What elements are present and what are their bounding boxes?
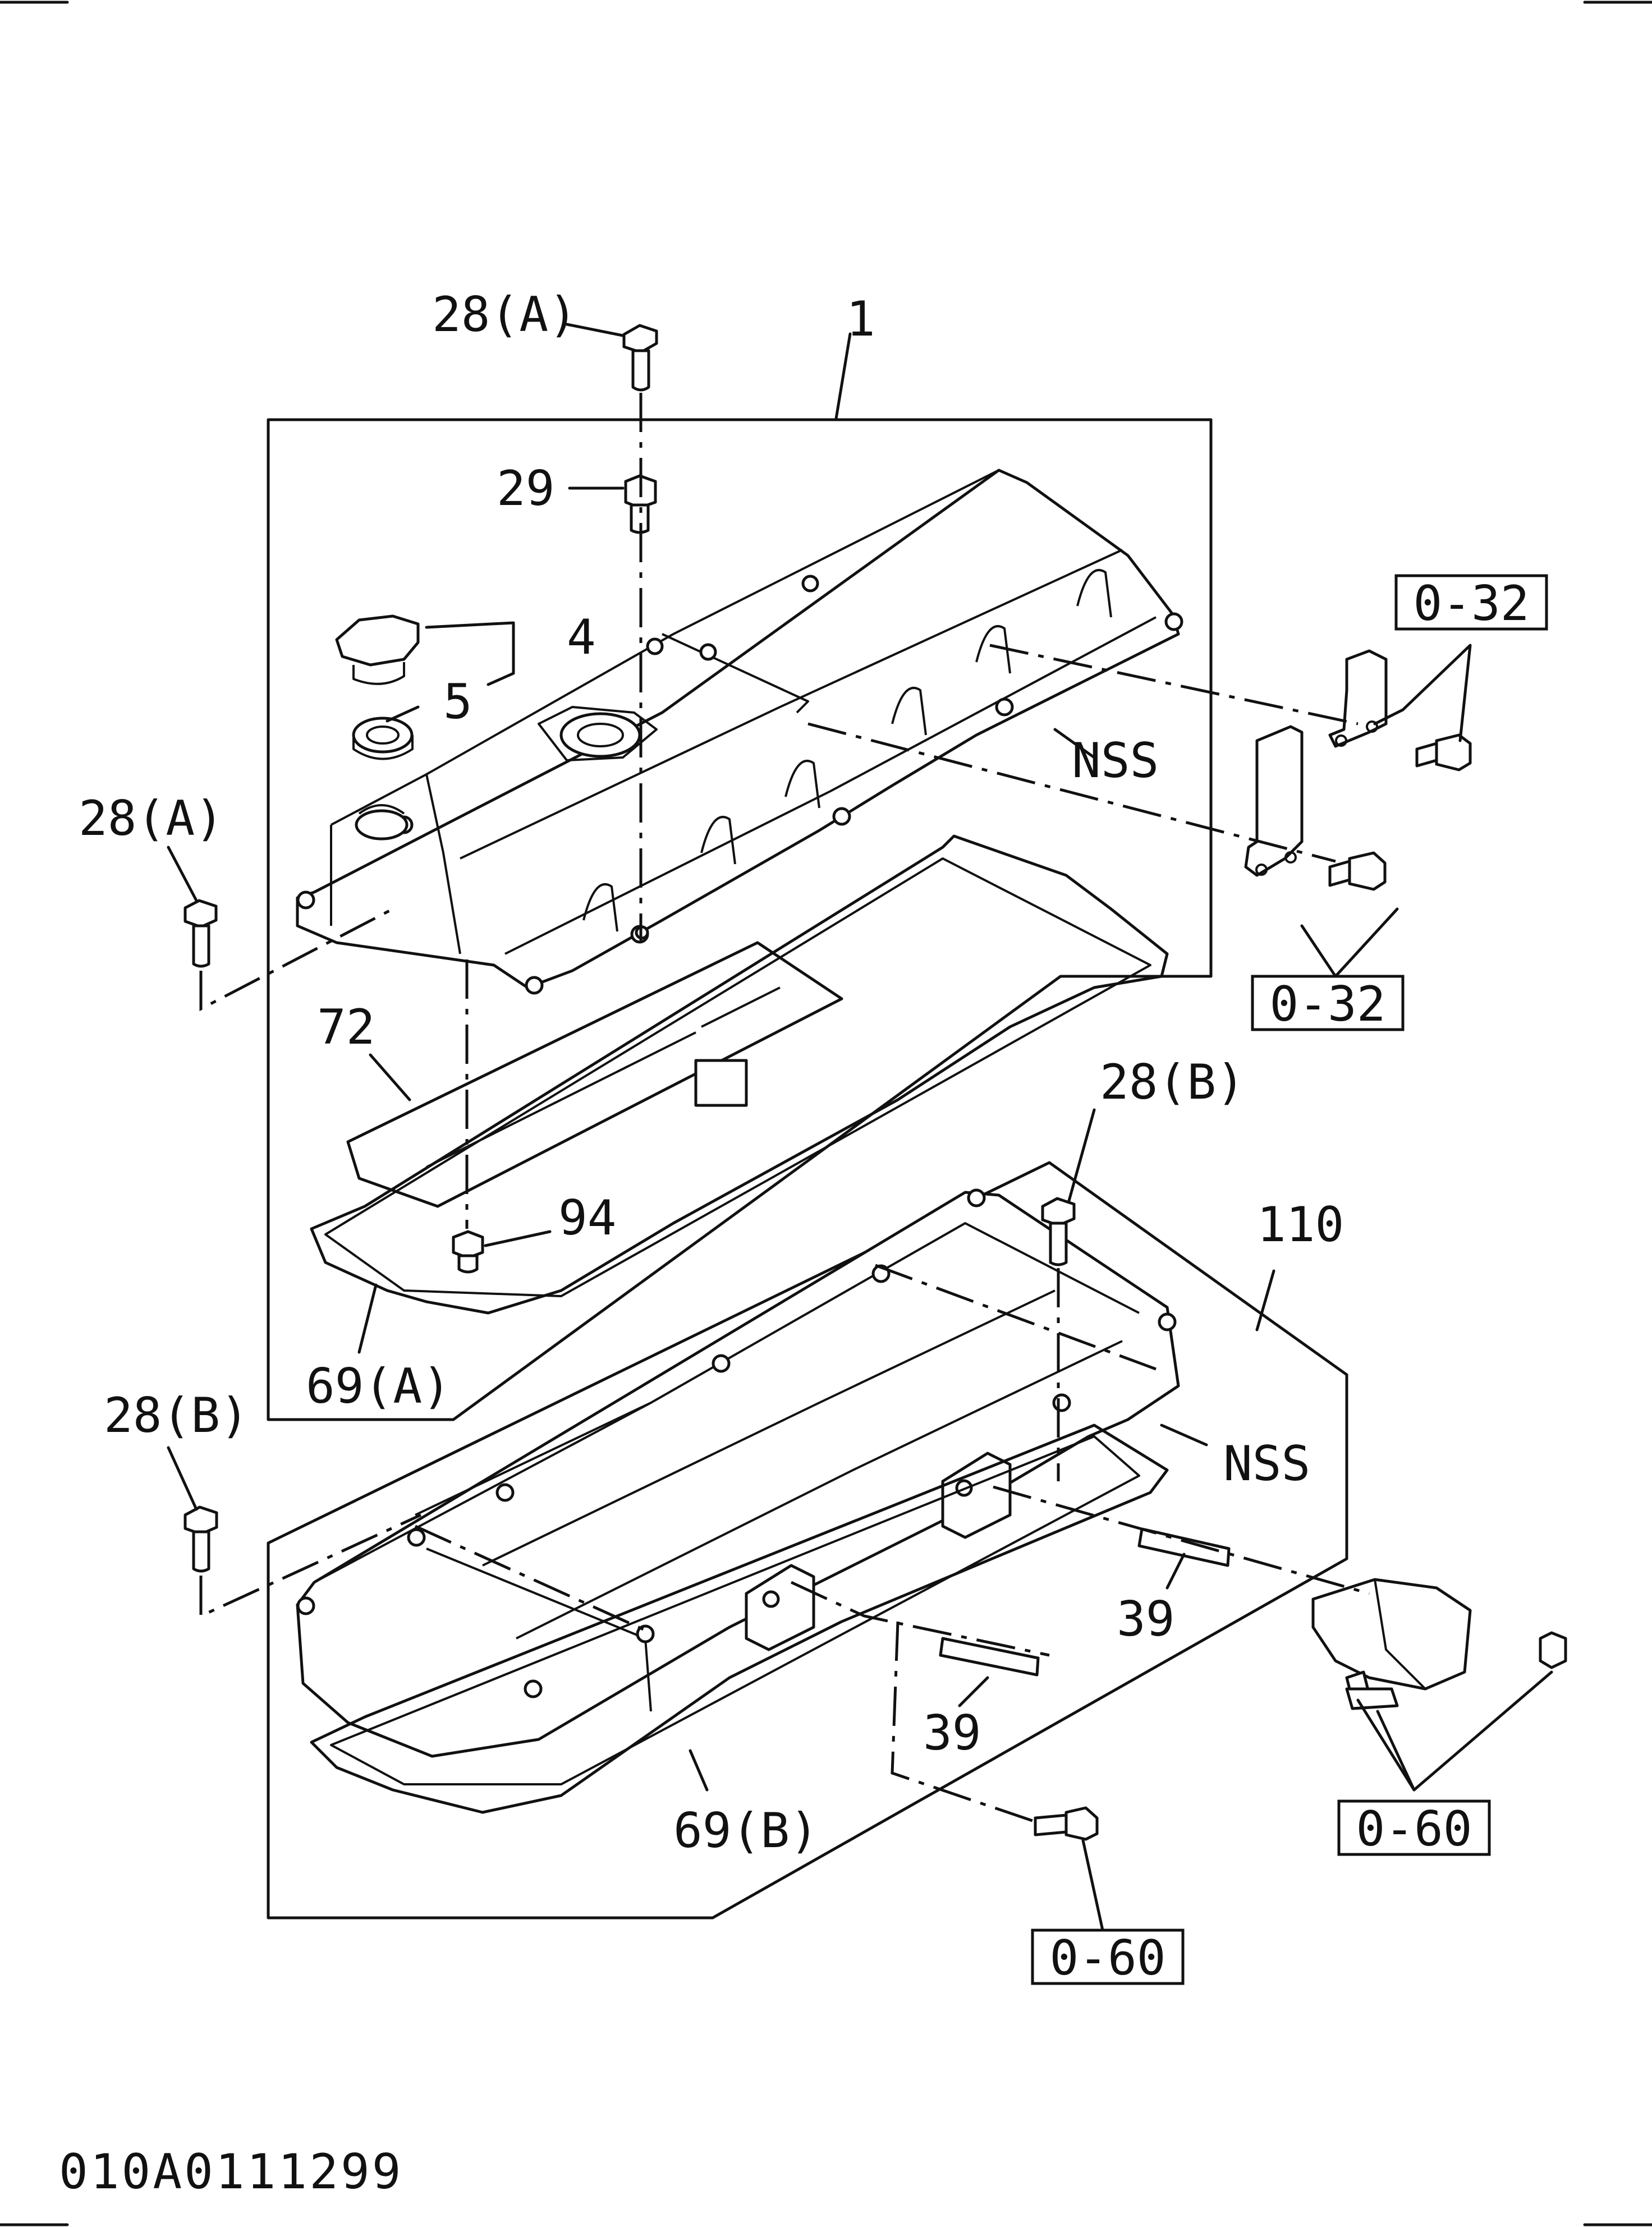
callout-stud-29: 29 [497, 461, 555, 517]
sensor-unit [1311, 1578, 1567, 1710]
center-lines [199, 393, 1370, 1822]
stud-39-right [1137, 1527, 1231, 1567]
valve-cover [296, 469, 1183, 995]
assembly-110-frame [267, 1161, 1348, 1920]
ref-label: 0-32 [1269, 976, 1385, 1032]
bolt-28a-top [622, 324, 658, 392]
gasket-a [310, 834, 1169, 1315]
callout-gasket-69a: 69(A) [306, 1358, 451, 1415]
bolt-28b-mid [1041, 1197, 1076, 1266]
seal-ring [352, 717, 414, 760]
stud-39-left [939, 1637, 1040, 1677]
callout-seal-5: 5 [443, 674, 472, 730]
ref-box-bolt: 0-60 [1031, 1928, 1185, 1986]
leader-lines [167, 323, 1553, 1932]
bolt-28b-left [183, 1505, 218, 1573]
ref-label: 0-60 [1356, 1801, 1472, 1857]
callout-nss-bottom: NSS [1223, 1436, 1310, 1492]
screw-94 [452, 1230, 484, 1274]
ref-box-sensor: 0-60 [1337, 1799, 1491, 1857]
callout-bolt-28a-top: 28(A) [432, 287, 577, 343]
ref-box-bracket-upper: 0-32 [1394, 574, 1548, 632]
callout-bolt-28b-left: 28(B) [104, 1388, 249, 1444]
gasket-plate [346, 941, 843, 1208]
gasket-b-inner [330, 1435, 1140, 1785]
callout-cap-4: 4 [567, 609, 596, 665]
bolt-060 [1034, 1806, 1099, 1841]
gasket-a-inner [324, 857, 1151, 1297]
ref-box-bracket-lower: 0-32 [1251, 975, 1405, 1032]
callout-bolt-28a-left: 28(A) [79, 791, 224, 847]
callout-gasket-69b: 69(B) [673, 1803, 819, 1859]
assembly-1-frame [267, 418, 1213, 1421]
bracket-upper [1328, 649, 1472, 772]
bracket-lower [1244, 725, 1387, 891]
callout-labels: 28(A) 1 29 4 5 28(A) NSS 72 28(B) 94 69(… [79, 287, 1344, 1859]
ref-label: 0-32 [1413, 576, 1529, 632]
callout-screw-94: 94 [558, 1190, 617, 1246]
drawing-code: 010A0111299 [59, 2144, 403, 2200]
callout-oil-pan-110: 110 [1257, 1197, 1344, 1253]
callout-bolt-28b-mid: 28(B) [1100, 1054, 1245, 1110]
callout-stud-39-left: 39 [923, 1705, 981, 1761]
bolt-28a-left [183, 899, 218, 968]
callout-nss-top: NSS [1072, 733, 1159, 789]
oil-cap [335, 614, 420, 685]
ref-label: 0-60 [1049, 1930, 1165, 1986]
callout-stud-39-right: 39 [1117, 1591, 1175, 1647]
callout-cover-1: 1 [846, 291, 875, 347]
callout-gasket-plate-72: 72 [317, 999, 375, 1055]
oil-pan [296, 1188, 1180, 1758]
gasket-b [310, 1424, 1169, 1814]
